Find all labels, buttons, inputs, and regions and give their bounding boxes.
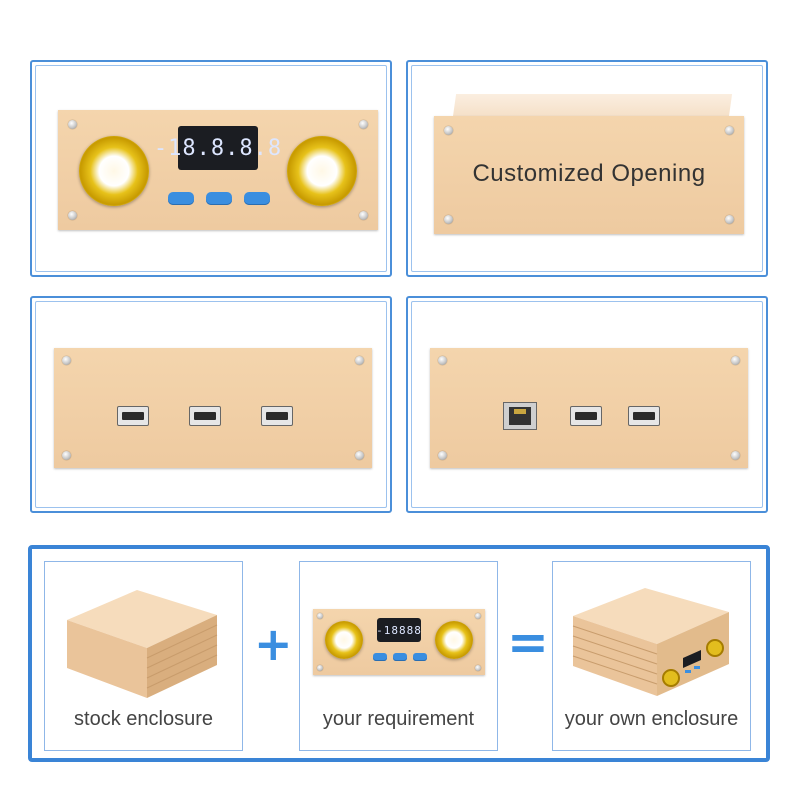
stock-enclosure-label: stock enclosure: [74, 708, 213, 730]
digital-display: -18.8.8.8: [154, 126, 281, 170]
network-panel-plate: [430, 348, 748, 468]
requirement-plate: -18888: [313, 609, 485, 675]
usb-panel-card: [30, 296, 392, 513]
screw-icon: [725, 126, 734, 135]
screw-icon: [355, 356, 364, 365]
screw-icon: [731, 451, 740, 460]
screw-icon: [68, 120, 77, 129]
equals-sign: =: [507, 613, 549, 671]
screw-icon: [317, 613, 323, 619]
usb-port-icon: [117, 406, 149, 426]
panel-button-left: [168, 192, 194, 205]
screw-icon: [355, 451, 364, 460]
network-panel-card: [406, 296, 768, 513]
usb-port-icon: [189, 406, 221, 426]
screw-icon: [359, 211, 368, 220]
left-knob-icon: [325, 621, 363, 659]
panel-button-middle: [206, 192, 232, 205]
panel-button-right: [413, 653, 427, 661]
custom-enclosure-icon: [572, 588, 729, 696]
right-knob-icon: [287, 136, 357, 206]
plus-sign: +: [254, 617, 293, 671]
usb-port-icon: [628, 406, 660, 426]
left-knob-icon: [79, 136, 149, 206]
usb-port-icon: [570, 406, 602, 426]
ethernet-port-icon: [503, 402, 537, 430]
own-enclosure-label: your own enclosure: [564, 708, 739, 730]
enclosure-icon: [67, 590, 218, 698]
requirement-box: -18888 your requirement: [299, 561, 498, 751]
requirement-label: your requirement: [322, 708, 475, 730]
right-knob-icon: [435, 621, 473, 659]
panel-button-left: [373, 653, 387, 661]
front-panel-plate: -18.8.8.8: [58, 110, 378, 230]
own-enclosure-box: your own enclosure: [552, 561, 751, 751]
screw-icon: [731, 356, 740, 365]
screw-icon: [317, 665, 323, 671]
panel-button-right: [244, 192, 270, 205]
usb-panel-plate: [54, 348, 372, 468]
screw-icon: [475, 665, 481, 671]
stock-enclosure-image: [57, 580, 227, 700]
screw-icon: [62, 356, 71, 365]
screw-icon: [438, 356, 447, 365]
own-enclosure-image: [565, 578, 737, 702]
bottom-equation-frame: stock enclosure + -18888 your requiremen…: [28, 545, 770, 762]
customized-opening-label: Customized Opening: [472, 160, 706, 187]
screw-icon: [62, 451, 71, 460]
screw-icon: [444, 126, 453, 135]
screw-icon: [475, 613, 481, 619]
digital-display: -18888: [376, 618, 422, 642]
screw-icon: [438, 451, 447, 460]
custom-opening-card: Customized Opening: [406, 60, 768, 277]
custom-opening-plate: Customized Opening: [434, 116, 744, 234]
screw-icon: [359, 120, 368, 129]
display-digits: -18.8.8.8: [153, 135, 283, 161]
stock-enclosure-box: stock enclosure: [44, 561, 243, 751]
panel-button-middle: [393, 653, 407, 661]
screw-icon: [444, 215, 453, 224]
screw-icon: [68, 211, 77, 220]
display-digits: -18888: [376, 623, 422, 637]
usb-port-icon: [261, 406, 293, 426]
screw-icon: [725, 215, 734, 224]
front-panel-card: -18.8.8.8: [30, 60, 392, 277]
